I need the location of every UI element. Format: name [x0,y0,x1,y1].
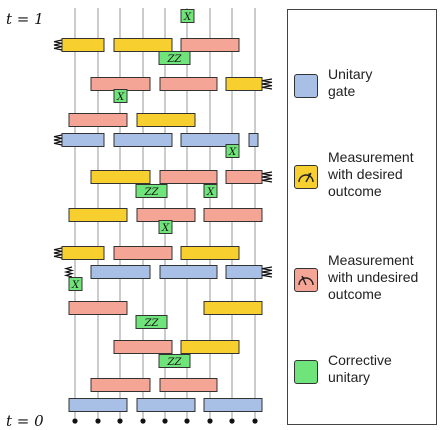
meter-icon [298,275,314,286]
unitary-gate [90,265,151,279]
undesired-measurement-gate [159,77,218,91]
desired-measurement-gate [225,77,263,91]
legend-swatch-unitary [294,74,318,98]
qubit-dot [229,418,235,424]
boundary-zigzag [261,266,273,278]
unitary-gate [136,398,196,412]
desired-measurement-gate [180,246,240,260]
qubit-dot [184,418,190,424]
unitary-gate [225,265,263,279]
undesired-measurement-gate [68,113,128,127]
undesired-measurement-gate [113,246,173,260]
x-gate-label: X [206,187,215,198]
qubit-dot [207,418,213,424]
x-gate-label: X [71,280,80,291]
boundary-zigzag [53,247,63,259]
zz-gate-label: ZZ [167,54,183,65]
zz-gate-label: ZZ [144,187,160,198]
undesired-measurement-gate [136,208,196,222]
x-gate-label: X [228,147,237,158]
x-gate [225,144,240,158]
qubit-dot [72,418,78,424]
legend-swatch-corrective [294,360,318,384]
qubit-dot [162,418,168,424]
unitary-gate [180,133,240,147]
undesired-measurement-gate [90,77,151,91]
unitary-gate [203,398,263,412]
zz-gate [135,315,168,329]
desired-measurement-gate [113,38,173,52]
x-gate [113,89,128,103]
qubit-dot [252,418,258,424]
undesired-measurement-gate [159,170,218,184]
desired-measurement-gate [203,301,263,315]
zz-gate-label: ZZ [144,318,160,329]
boundary-zigzag [53,39,63,51]
qubit-dot [117,418,123,424]
zz-gate [158,51,191,65]
unitary-gate [113,133,173,147]
zz-gate [135,184,168,198]
boundary-zigzag [53,134,63,146]
time-label-bottom: t = 0 [6,412,44,430]
unitary-gate [248,133,259,147]
desired-measurement-gate [90,170,151,184]
meter-icon [298,172,314,183]
x-gate [180,9,195,23]
qubit-dot [95,418,101,424]
undesired-measurement-gate [225,170,263,184]
desired-measurement-gate [61,246,105,260]
undesired-measurement-gate [159,378,218,392]
undesired-measurement-gate [203,208,263,222]
boundary-zigzag [261,78,273,90]
x-gate-label: X [183,12,192,23]
x-gate [203,184,218,198]
undesired-measurement-gate [113,340,173,354]
unitary-gate [61,133,105,147]
desired-measurement-gate [68,208,128,222]
qubit-dot [140,418,146,424]
x-gate-label: X [161,223,170,234]
undesired-measurement-gate [90,378,151,392]
unitary-gate [159,265,218,279]
legend-swatch-desired [294,165,318,189]
undesired-measurement-gate [68,301,128,315]
legend-swatch-undesired [294,268,318,292]
boundary-zigzag [261,171,273,183]
x-gate [68,277,83,291]
zz-gate [158,354,191,368]
desired-measurement-gate [61,38,105,52]
desired-measurement-gate [136,113,196,127]
zz-gate-label: ZZ [167,357,183,368]
boundary-zigzag [63,266,75,278]
time-label-top: t = 1 [6,10,44,28]
x-gate-label: X [116,92,125,103]
unitary-gate [68,398,128,412]
x-gate [158,220,173,234]
desired-measurement-gate [180,340,240,354]
undesired-measurement-gate [180,38,240,52]
